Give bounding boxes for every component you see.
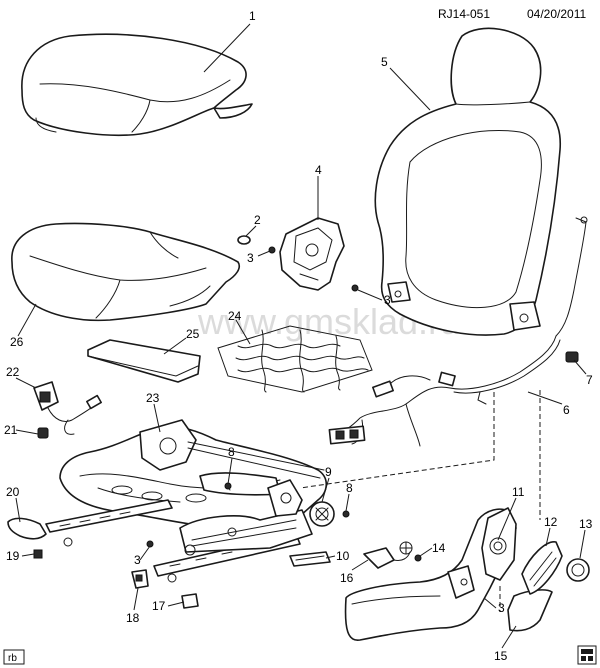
part-7-nut (565, 351, 579, 363)
part-3-screw-c (146, 540, 154, 548)
frame-recliner (267, 479, 303, 517)
part-17-clip (181, 593, 199, 609)
callout-10: 10 (336, 549, 350, 563)
part-20-front-trim (7, 517, 47, 540)
callout-8: 8 (228, 445, 235, 459)
callout-3: 3 (498, 601, 505, 615)
callout-14: 14 (432, 541, 446, 555)
callout-21: 21 (4, 423, 18, 437)
callout-24: 24 (228, 309, 242, 323)
callout-16: 16 (340, 571, 354, 585)
corner-tag: rb (3, 649, 25, 665)
callout-22: 22 (6, 365, 20, 379)
part-10-lever (289, 551, 331, 567)
callout-19: 19 (6, 549, 20, 563)
part-3-screw-a (268, 246, 276, 254)
part-9-recliner-knob (309, 501, 335, 527)
callout-2: 2 (254, 213, 261, 227)
diagram-code: RJ14-051 (438, 7, 490, 21)
part-4-bracket (279, 217, 345, 291)
callout-12: 12 (544, 515, 558, 529)
part-3-screw-b (351, 284, 359, 292)
callout-4: 4 (315, 163, 322, 177)
callout-20: 20 (6, 485, 20, 499)
part-26-cushion-pad (11, 222, 241, 322)
part-15-side-shield (344, 508, 553, 641)
part-8-bolt-a (224, 482, 232, 491)
part-12-recliner-handle (521, 541, 563, 595)
part-21-nut (37, 427, 49, 439)
callout-11: 11 (512, 485, 525, 499)
callout-3: 3 (134, 553, 141, 567)
callout-8: 8 (346, 481, 353, 495)
callout-6: 6 (563, 403, 570, 417)
part-1-cushion-cover (21, 33, 253, 137)
callout-25: 25 (186, 327, 200, 341)
part-16-handle (363, 541, 413, 569)
part-13-cap (566, 558, 590, 582)
dashed-reference-lines (299, 390, 541, 612)
wire-rod (555, 216, 588, 337)
callout-3: 3 (384, 293, 391, 307)
callout-23: 23 (146, 391, 160, 405)
part-14-clip (414, 554, 422, 562)
callout-15: 15 (494, 649, 508, 663)
part-11-recliner-cover (481, 507, 517, 581)
part-2-plug (237, 235, 251, 245)
callout-numbers: 1 2 3 3 3 3 4 5 6 7 8 8 9 10 11 12 13 14… (4, 9, 593, 663)
part-18-bracket (131, 569, 149, 589)
part-24-spring-mat (217, 325, 373, 393)
part-8-bolt-b (342, 510, 350, 518)
part-22-buckle (33, 381, 102, 435)
callout-9: 9 (325, 465, 332, 479)
callout-18: 18 (126, 611, 140, 625)
part-5-seat-back (374, 27, 562, 336)
part-19-screw (33, 549, 43, 559)
callout-26: 26 (10, 335, 24, 349)
diagram-date: 04/20/2011 (527, 7, 586, 21)
callout-5: 5 (381, 55, 388, 69)
part-25-panel (87, 339, 201, 383)
callout-1: 1 (249, 9, 256, 23)
seat-tracks (45, 499, 313, 583)
callout-7: 7 (586, 373, 593, 387)
callout-3: 3 (247, 251, 254, 265)
part-6-wiring-harness (328, 335, 561, 447)
callout-17: 17 (152, 599, 166, 613)
corner-logo-icon (577, 645, 597, 665)
callout-13: 13 (579, 517, 593, 531)
corner-tag-text: rb (8, 653, 17, 664)
leader-lines (15, 23, 587, 649)
